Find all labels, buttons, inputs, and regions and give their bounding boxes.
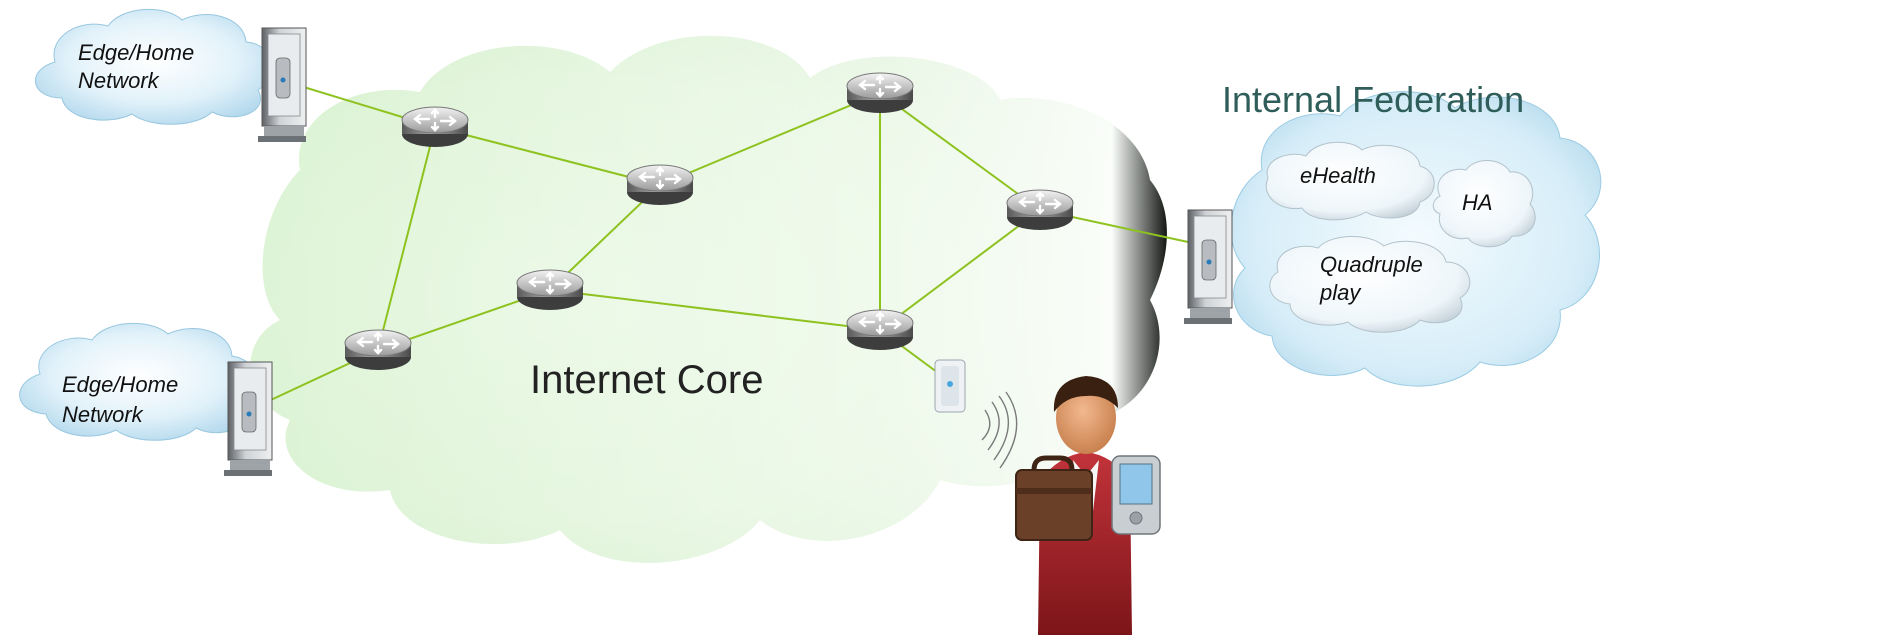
briefcase-icon	[1015, 455, 1093, 541]
router-icon	[343, 328, 413, 372]
link-r1-r4	[377, 126, 436, 351]
internal-federation-cloud	[1230, 91, 1602, 387]
ha-label: HA	[1462, 190, 1493, 215]
edge-network-top-label-line2: Network	[78, 68, 160, 93]
wireless-access-point-icon	[934, 359, 966, 413]
internet-core-cloud	[250, 35, 1167, 563]
desktop-computer-icon	[223, 361, 273, 477]
link-r5-r7	[549, 289, 881, 331]
edge-network-top-label-line1: Edge/Home	[78, 40, 194, 65]
pda-icon	[1111, 455, 1161, 535]
link-r2-r3	[659, 92, 881, 186]
quadruple-play-label-line2: play	[1319, 280, 1362, 305]
edge-network-bottom-label-line1: Edge/Home	[62, 372, 178, 397]
quadruple-play-label-line1: Quadruple	[1320, 252, 1423, 277]
internal-federation-title: Internal Federation	[1222, 79, 1524, 120]
wifi-waves-icon	[981, 391, 1018, 469]
desktop-computer-icon	[1183, 209, 1233, 325]
router-icon	[845, 71, 915, 115]
ha-cloud	[1432, 160, 1536, 248]
router-icon	[400, 105, 470, 149]
link-r1-r2	[434, 126, 661, 186]
internet-core-label: Internet Core	[530, 358, 763, 402]
quadruple-play-cloud	[1269, 235, 1471, 333]
desktop-computer-icon	[257, 27, 307, 143]
ehealth-cloud	[1265, 141, 1435, 221]
router-icon	[625, 163, 695, 207]
ehealth-label: eHealth	[1300, 163, 1376, 188]
router-icon	[515, 268, 585, 312]
link-r3-r6	[879, 92, 1041, 211]
edge-network-bottom-label-line2: Network	[62, 402, 144, 427]
edge-cloud-top	[35, 8, 273, 125]
link-r6-r7	[879, 209, 1041, 331]
router-icon	[845, 308, 915, 352]
router-icon	[1005, 188, 1075, 232]
